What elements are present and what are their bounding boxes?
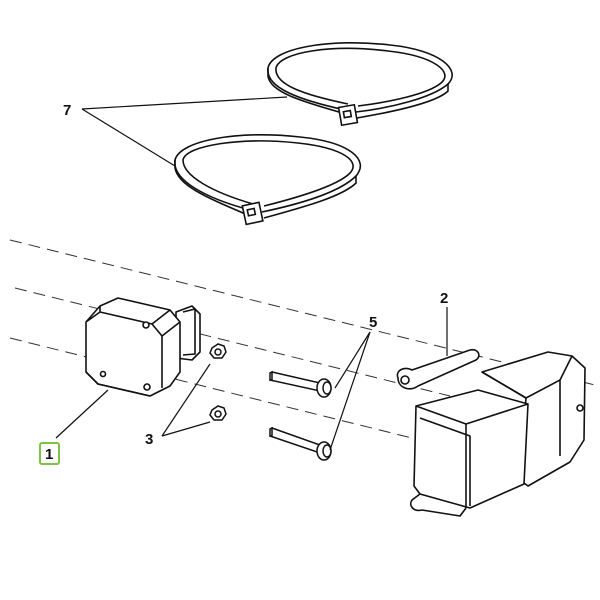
callout-1-highlight-box[interactable] <box>39 442 60 465</box>
callout-3: 3 <box>145 431 153 448</box>
nut-upper[interactable] <box>209 343 227 359</box>
callout-2: 2 <box>440 290 448 307</box>
bracket-cover[interactable] <box>396 348 586 517</box>
callout-5: 5 <box>369 314 377 331</box>
assembly-axis-lines <box>9 239 596 446</box>
leader-lines <box>55 96 448 451</box>
cable-tie-upper[interactable] <box>267 42 453 127</box>
bolt-upper[interactable] <box>269 370 332 398</box>
callout-7: 7 <box>63 102 71 119</box>
sensor-housing[interactable] <box>85 297 201 397</box>
nut-lower[interactable] <box>209 405 227 421</box>
bolt-lower[interactable] <box>269 426 332 461</box>
callout-1[interactable]: 1 <box>45 446 53 463</box>
cable-tie-lower[interactable] <box>174 134 362 226</box>
